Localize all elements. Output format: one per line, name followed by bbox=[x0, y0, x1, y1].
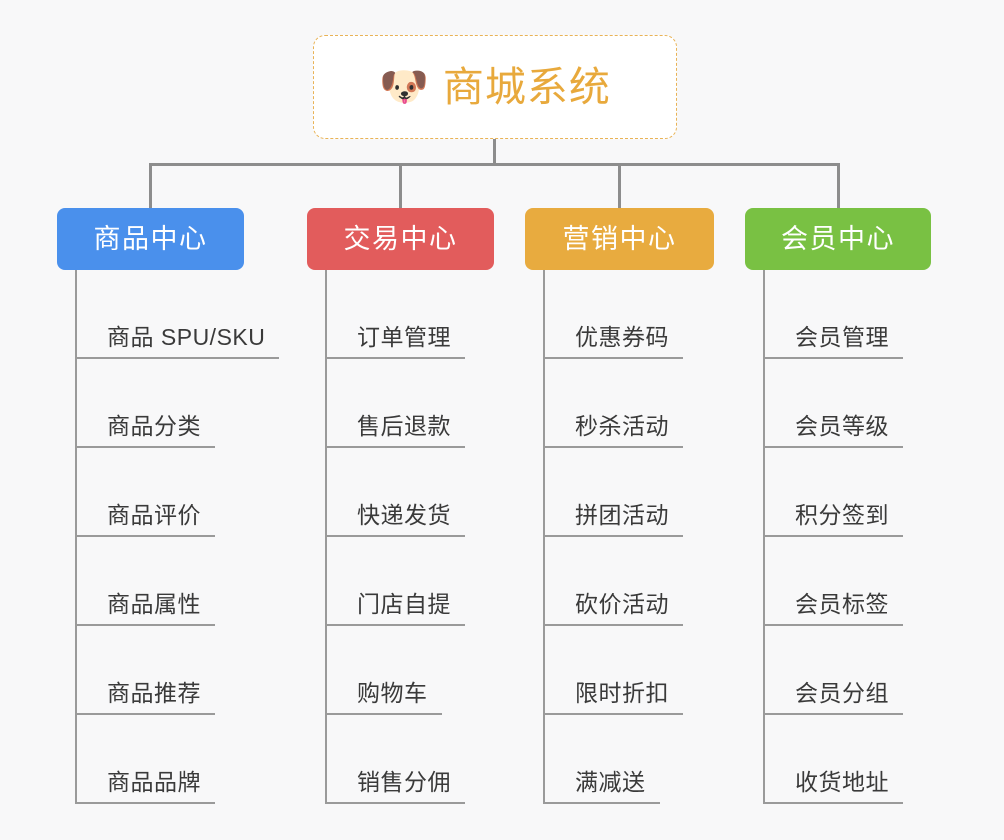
leaf-item[interactable]: 会员分组 bbox=[763, 626, 903, 715]
branch-spine-line bbox=[325, 270, 327, 804]
leaf-item-label: 商品推荐 bbox=[107, 679, 201, 706]
leaf-item-label: 会员等级 bbox=[795, 412, 889, 439]
branch-stem-line bbox=[836, 163, 840, 208]
leaf-underline: 商品属性 bbox=[75, 590, 215, 626]
leaf-underline: 会员标签 bbox=[763, 590, 903, 626]
leaf-underline: 积分签到 bbox=[763, 501, 903, 537]
leaf-underline: 收货地址 bbox=[763, 768, 903, 804]
leaf-item-label: 商品属性 bbox=[107, 590, 201, 617]
leaf-item-label: 商品品牌 bbox=[107, 768, 201, 795]
leaf-underline: 优惠券码 bbox=[543, 323, 683, 359]
branch-bus-line bbox=[150, 163, 838, 166]
leaf-underline: 门店自提 bbox=[325, 590, 465, 626]
branch-column: 会员中心会员管理会员等级积分签到会员标签会员分组收货地址 bbox=[745, 163, 931, 804]
leaf-underline: 会员管理 bbox=[763, 323, 903, 359]
leaf-underline: 商品分类 bbox=[75, 412, 215, 448]
leaf-item[interactable]: 商品属性 bbox=[75, 537, 215, 626]
leaf-item[interactable]: 会员管理 bbox=[763, 270, 903, 359]
root-stem-line bbox=[493, 139, 496, 165]
leaf-item[interactable]: 快递发货 bbox=[325, 448, 465, 537]
branch-column: 交易中心订单管理售后退款快递发货门店自提购物车销售分佣 bbox=[307, 163, 494, 804]
leaf-underline: 满减送 bbox=[543, 768, 660, 804]
leaf-item[interactable]: 秒杀活动 bbox=[543, 359, 683, 448]
leaf-item-label: 收货地址 bbox=[795, 768, 889, 795]
leaf-item[interactable]: 商品 SPU/SKU bbox=[75, 270, 280, 359]
leaf-underline: 会员等级 bbox=[763, 412, 903, 448]
branch-column: 营销中心优惠券码秒杀活动拼团活动砍价活动限时折扣满减送 bbox=[525, 163, 714, 804]
leaf-item-label: 砍价活动 bbox=[575, 590, 669, 617]
branch-card-label: 商品中心 bbox=[93, 223, 208, 254]
leaf-item[interactable]: 积分签到 bbox=[763, 448, 903, 537]
branch-spine-line bbox=[75, 270, 77, 804]
leaf-underline: 销售分佣 bbox=[325, 768, 465, 804]
branch-card-label: 营销中心 bbox=[562, 223, 677, 254]
leaf-item[interactable]: 门店自提 bbox=[325, 537, 465, 626]
leaf-underline: 商品推荐 bbox=[75, 679, 215, 715]
leaf-item[interactable]: 砍价活动 bbox=[543, 537, 683, 626]
root-node[interactable]: 🐶 商城系统 bbox=[313, 35, 677, 139]
leaf-underline: 商品评价 bbox=[75, 501, 215, 537]
leaf-underline: 砍价活动 bbox=[543, 590, 683, 626]
branch-spine-line bbox=[543, 270, 545, 804]
branch-card-3[interactable]: 营销中心 bbox=[525, 208, 714, 270]
leaf-underline: 售后退款 bbox=[325, 412, 465, 448]
leaf-item-label: 门店自提 bbox=[357, 590, 451, 617]
leaf-item-label: 商品评价 bbox=[107, 501, 201, 528]
leaf-item[interactable]: 优惠券码 bbox=[543, 270, 683, 359]
leaf-item[interactable]: 订单管理 bbox=[325, 270, 465, 359]
leaf-item-label: 售后退款 bbox=[357, 412, 451, 439]
branch-stem-line bbox=[149, 163, 152, 208]
leaf-item[interactable]: 商品分类 bbox=[75, 359, 215, 448]
root-title: 商城系统 bbox=[442, 63, 611, 110]
shiba-dog-emoji: 🐶 bbox=[379, 65, 429, 109]
leaf-item-label: 限时折扣 bbox=[575, 679, 669, 706]
leaf-underline: 订单管理 bbox=[325, 323, 465, 359]
leaf-item-label: 快递发货 bbox=[357, 501, 451, 528]
leaf-underline: 会员分组 bbox=[763, 679, 903, 715]
branch-card-4[interactable]: 会员中心 bbox=[745, 208, 931, 270]
leaf-item-label: 销售分佣 bbox=[357, 768, 451, 795]
leaf-item[interactable]: 商品品牌 bbox=[75, 715, 215, 804]
leaf-item-label: 商品 SPU/SKU bbox=[107, 323, 266, 350]
leaf-item[interactable]: 拼团活动 bbox=[543, 448, 683, 537]
branch-card-label: 会员中心 bbox=[781, 223, 895, 254]
leaf-item[interactable]: 商品评价 bbox=[75, 448, 215, 537]
leaf-item-label: 会员分组 bbox=[795, 679, 889, 706]
leaf-item[interactable]: 购物车 bbox=[325, 626, 442, 715]
branch-spine-line bbox=[763, 270, 765, 804]
leaf-underline: 购物车 bbox=[325, 679, 442, 715]
branch-column: 商品中心商品 SPU/SKU 商品分类商品评价商品属性商品推荐商品品牌 bbox=[57, 163, 280, 804]
leaf-item[interactable]: 会员标签 bbox=[763, 537, 903, 626]
leaf-item-label: 商品分类 bbox=[107, 412, 201, 439]
leaf-item-label: 拼团活动 bbox=[575, 501, 669, 528]
leaf-item[interactable]: 满减送 bbox=[543, 715, 660, 804]
leaf-underline: 秒杀活动 bbox=[543, 412, 683, 448]
leaf-underline: 拼团活动 bbox=[543, 501, 683, 537]
branch-stem-line bbox=[618, 163, 621, 208]
leaf-item-label: 秒杀活动 bbox=[575, 412, 669, 439]
leaf-underline: 限时折扣 bbox=[543, 679, 683, 715]
leaf-item-label: 满减送 bbox=[575, 768, 646, 795]
leaf-item-label: 积分签到 bbox=[795, 501, 889, 528]
branch-stem-line bbox=[399, 163, 402, 208]
branch-card-1[interactable]: 商品中心 bbox=[57, 208, 244, 270]
leaf-item[interactable]: 会员等级 bbox=[763, 359, 903, 448]
leaf-underline: 商品 SPU/SKU bbox=[75, 323, 280, 359]
leaf-item[interactable]: 收货地址 bbox=[763, 715, 903, 804]
leaf-item-label: 会员管理 bbox=[795, 323, 889, 350]
leaf-item-label: 会员标签 bbox=[795, 590, 889, 617]
leaf-underline: 商品品牌 bbox=[75, 768, 215, 804]
leaf-item[interactable]: 商品推荐 bbox=[75, 626, 215, 715]
branch-card-2[interactable]: 交易中心 bbox=[307, 208, 494, 270]
leaf-item[interactable]: 限时折扣 bbox=[543, 626, 683, 715]
leaf-item-label: 购物车 bbox=[357, 679, 428, 706]
leaf-item-label: 订单管理 bbox=[357, 323, 451, 350]
leaf-item-label: 优惠券码 bbox=[575, 323, 669, 350]
branch-card-label: 交易中心 bbox=[343, 223, 458, 254]
leaf-item[interactable]: 销售分佣 bbox=[325, 715, 465, 804]
leaf-item[interactable]: 售后退款 bbox=[325, 359, 465, 448]
leaf-underline: 快递发货 bbox=[325, 501, 465, 537]
